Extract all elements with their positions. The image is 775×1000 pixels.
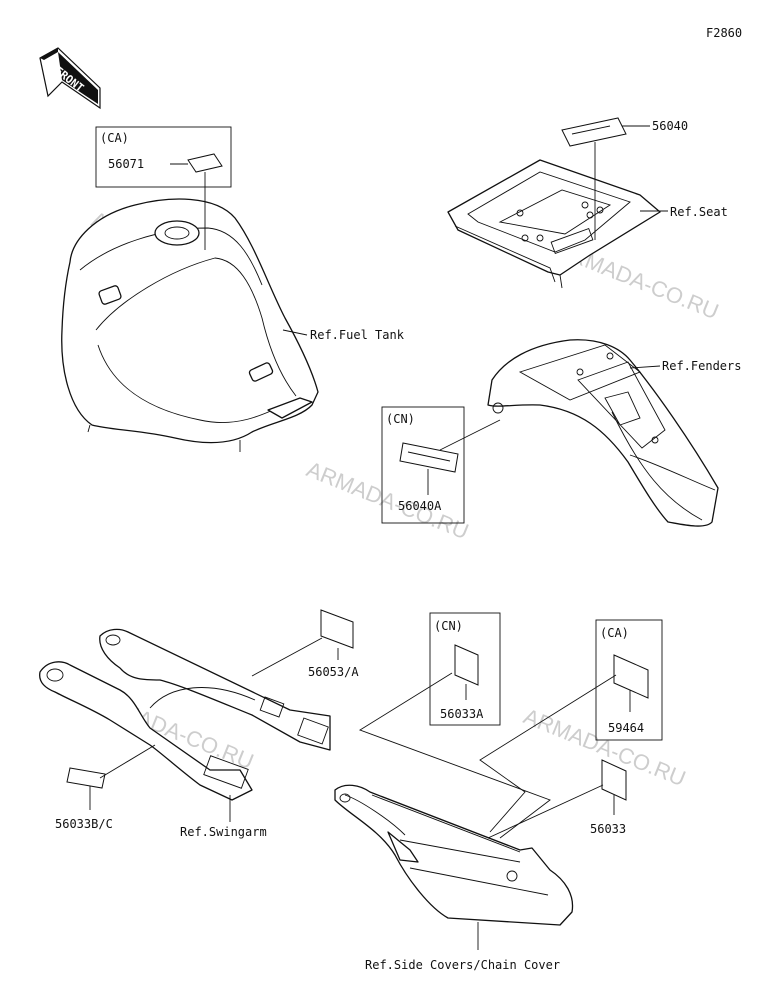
region-box-ca-side [595,619,663,741]
decal-56071 [187,153,223,173]
part-number-56033a: 56033A [440,707,484,721]
ref-swingarm: Ref.Swingarm [180,825,267,839]
decal-56040 [561,117,627,147]
decal-56040a [399,442,459,473]
region-label-cn-fender: (CN) [386,412,415,426]
part-number-56053a: 56053/A [308,665,359,679]
front-arrow-icon: FRONT [39,47,101,110]
ref-fenders: Ref.Fenders [662,359,741,373]
side-cover [334,784,574,926]
region-box-cn-side [429,612,501,726]
part-number-56040: 56040 [652,119,688,133]
swingarm [39,628,331,801]
region-label-ca-tank: (CA) [100,131,129,145]
part-number-56033: 56033 [590,822,626,836]
seat-frame [447,159,661,289]
ref-seat: Ref.Seat [670,205,728,219]
ref-fuel-tank: Ref.Fuel Tank [310,328,405,342]
decal-56033bc [66,767,106,789]
decal-56033 [601,759,627,801]
part-number-56071: 56071 [108,157,144,171]
figure-code: F2860 [706,26,742,40]
decal-56033a [454,644,479,686]
part-number-59464: 59464 [608,721,644,735]
part-number-56040a: 56040A [398,499,442,513]
fuel-tank [61,198,319,452]
rear-fender [487,339,719,527]
decal-56053a [320,609,354,649]
region-label-ca-side: (CA) [600,626,629,640]
region-box-ca-tank [95,126,232,188]
decal-59464 [613,654,649,699]
region-label-cn-side: (CN) [434,619,463,633]
region-box-cn-fender [381,406,465,524]
ref-side-covers: Ref.Side Covers/Chain Cover [365,958,560,972]
part-number-56033bc: 56033B/C [55,817,113,831]
